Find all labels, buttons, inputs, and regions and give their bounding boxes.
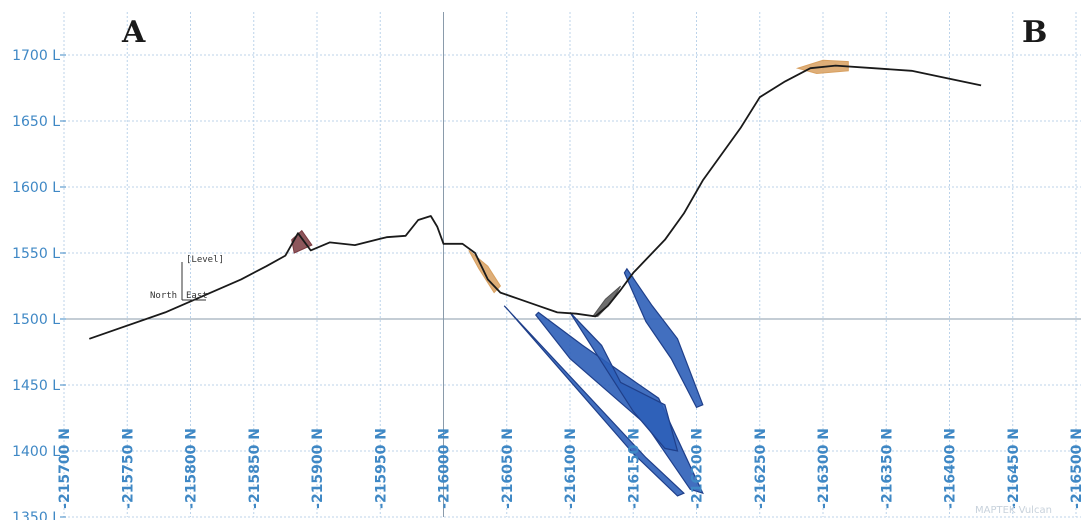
x-tick-label-12: -216300 N (816, 428, 832, 509)
y-tick-label-6: 1650 L (12, 114, 60, 130)
section-label-start: A (121, 15, 146, 50)
x-tick-labels: -215700 N -215750 N -215800 N -215850 N -215… (57, 428, 1081, 509)
x-tick-label-9: -216150 N (626, 428, 642, 509)
x-tick-label-0: -215700 N (57, 428, 73, 509)
x-tick-label-7: -216050 N (500, 428, 516, 509)
ore-body-3 (623, 267, 704, 409)
y-tick-label-4: 1550 L (12, 246, 60, 262)
section-label-end: B (1022, 15, 1047, 50)
ore-body-2 (569, 311, 679, 452)
x-tick-label-10: -216200 N (690, 428, 706, 509)
north-axis-label: North (150, 291, 177, 301)
profile-line-0 (89, 64, 982, 340)
y-tick-label-5: 1600 L (12, 180, 60, 196)
x-tick-label-13: -216350 N (879, 428, 895, 509)
ore-body-0 (503, 305, 685, 497)
x-tick-label-5: -215950 N (373, 428, 389, 509)
grid-lines (63, 12, 1081, 518)
surface-profile (89, 64, 982, 340)
x-tick-label-4: -215900 N (310, 428, 326, 509)
x-tick-label-14: -216400 N (943, 428, 959, 509)
y-tick-label-7: 1700 L (12, 48, 60, 64)
shaded-patch-3 (591, 285, 622, 317)
y-tick-label-0: 1350 L (12, 510, 60, 520)
x-tick-label-6: -216000 N (437, 428, 453, 509)
x-tick-label-16: -216500 N (1069, 428, 1081, 509)
reference-lines (64, 12, 1081, 517)
y-tick-label-3: 1500 L (12, 312, 60, 328)
shaded-patch-2 (291, 229, 313, 254)
x-tick-label-3: -215850 N (247, 428, 263, 509)
y-tick-label-2: 1450 L (12, 378, 60, 394)
x-tick-label-2: -215800 N (184, 428, 200, 509)
x-tick-label-11: -216250 N (753, 428, 769, 509)
level-axis-label: [Level] (186, 255, 224, 265)
x-tick-label-1: -215750 N (120, 428, 136, 509)
orientation-inset: [Level] North East (150, 255, 224, 301)
y-tick-labels: 1350 L 1400 L 1450 L 1500 L 1550 L 1600 L 1650… (12, 48, 66, 520)
watermark-text: MAPTEK Vulcan (975, 505, 1052, 516)
x-tick-label-15: -216450 N (1006, 428, 1022, 509)
y-tick-label-1: 1400 L (12, 444, 60, 460)
ore-bodies (503, 267, 704, 497)
x-tick-label-8: -216100 N (563, 428, 579, 509)
east-axis-label: East (186, 291, 208, 301)
